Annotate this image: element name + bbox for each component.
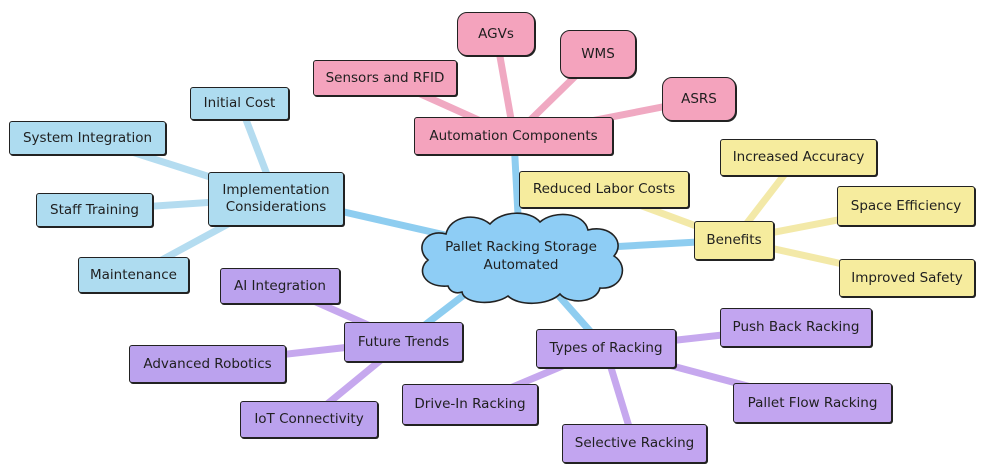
implementation-line2: Considerations	[225, 199, 327, 215]
leaf-staff-training[interactable]: Staff Training	[36, 193, 153, 227]
leaf-increased-accuracy[interactable]: Increased Accuracy	[720, 139, 877, 176]
leaf-agvs[interactable]: AGVs	[457, 12, 535, 56]
implementation-line1: Implementation	[222, 182, 330, 199]
branch-automation-components[interactable]: Automation Components	[414, 117, 613, 155]
leaf-ai-integration[interactable]: AI Integration	[220, 268, 340, 304]
branch-benefits[interactable]: Benefits	[694, 221, 774, 260]
leaf-sensors-and-rfid[interactable]: Sensors and RFID	[313, 60, 457, 96]
cloud-shape	[421, 212, 624, 305]
leaf-improved-safety[interactable]: Improved Safety	[839, 259, 975, 297]
leaf-pallet-flow-racking[interactable]: Pallet Flow Racking	[733, 383, 892, 423]
root-label-line2: Automated	[483, 257, 559, 273]
root-label-line1: Pallet Racking Storage	[445, 239, 597, 256]
leaf-advanced-robotics[interactable]: Advanced Robotics	[129, 345, 286, 383]
leaf-drive-in-racking[interactable]: Drive-In Racking	[402, 384, 538, 425]
leaf-system-integration[interactable]: System Integration	[9, 121, 166, 155]
leaf-space-efficiency[interactable]: Space Efficiency	[837, 186, 975, 226]
leaf-reduced-labor-costs[interactable]: Reduced Labor Costs	[519, 171, 689, 208]
root-label: Pallet Racking Storage Automated	[410, 208, 632, 306]
leaf-asrs[interactable]: ASRS	[662, 77, 736, 121]
root-node[interactable]: Pallet Racking Storage Automated	[410, 208, 632, 306]
leaf-iot-connectivity[interactable]: IoT Connectivity	[240, 401, 378, 438]
leaf-maintenance[interactable]: Maintenance	[78, 257, 189, 293]
leaf-push-back-racking[interactable]: Push Back Racking	[720, 308, 872, 347]
leaf-selective-racking[interactable]: Selective Racking	[562, 424, 707, 463]
leaf-initial-cost[interactable]: Initial Cost	[190, 87, 289, 120]
branch-future-trends[interactable]: Future Trends	[344, 322, 463, 362]
branch-types-of-racking[interactable]: Types of Racking	[536, 329, 676, 368]
leaf-wms[interactable]: WMS	[560, 30, 636, 78]
branch-implementation-considerations[interactable]: Implementation Considerations	[208, 172, 344, 226]
